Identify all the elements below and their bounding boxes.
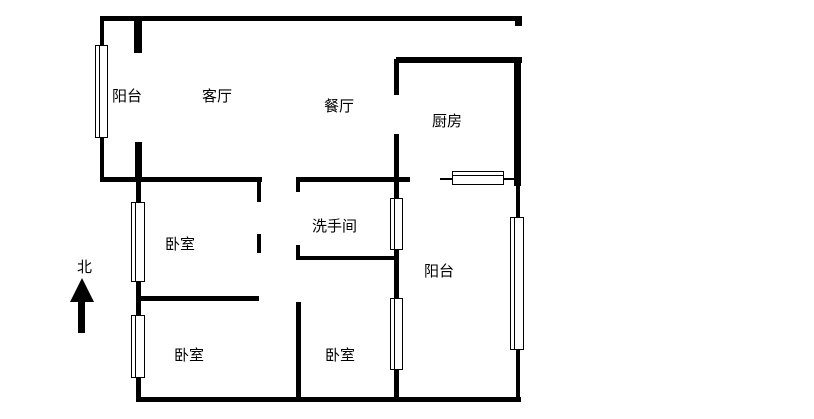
wall-bedroom-divider bbox=[296, 302, 301, 398]
window-bedroom-sw bbox=[131, 315, 145, 378]
room-label-balcony-right: 阳台 bbox=[424, 262, 455, 280]
room-label-balcony-left: 阳台 bbox=[112, 87, 143, 105]
room-label-dining-room: 餐厅 bbox=[324, 97, 355, 115]
room-label-washroom: 洗手间 bbox=[312, 217, 358, 235]
wall-left-exterior-a bbox=[136, 182, 141, 202]
compass-north-label: 北 bbox=[77, 258, 93, 276]
wall-bedroom-nw-right-lower bbox=[257, 234, 261, 253]
window-bedroom-nw bbox=[131, 202, 145, 282]
room-label-living-room: 客厅 bbox=[202, 87, 233, 105]
window-balcony-left bbox=[95, 45, 108, 138]
wall-mid-horizontal-right bbox=[296, 177, 410, 182]
wall-bottom-exterior bbox=[136, 397, 521, 402]
room-label-bedroom-nw: 卧室 bbox=[165, 235, 196, 253]
wall-east-interior-c bbox=[394, 370, 399, 398]
north-arrow-shaft bbox=[78, 301, 85, 333]
window-sill-line-left bbox=[440, 178, 452, 180]
wall-east-interior-b bbox=[394, 250, 399, 298]
room-label-bedroom-sw: 卧室 bbox=[174, 346, 205, 364]
wall-left-exterior-c bbox=[136, 378, 141, 399]
window-bedroom-se bbox=[390, 298, 403, 370]
wall-kitchen-top bbox=[396, 57, 522, 63]
wall-washroom-bottom bbox=[296, 256, 398, 260]
wall-washroom-left-tick-upper bbox=[296, 182, 300, 192]
wall-right-exterior-mid bbox=[516, 186, 520, 217]
wall-bedroom-nw-bottom bbox=[138, 296, 259, 301]
window-washroom bbox=[390, 198, 403, 250]
window-kitchen bbox=[452, 171, 504, 185]
room-label-bedroom-se: 卧室 bbox=[325, 346, 356, 364]
wall-washroom-left-tick-lower bbox=[296, 245, 300, 258]
wall-mid-horizontal-left bbox=[100, 177, 262, 182]
wall-balcony-left-upper bbox=[100, 17, 104, 45]
wall-kitchen-left-upper-stub bbox=[394, 59, 399, 95]
wall-balcony-left-lower bbox=[100, 138, 104, 182]
wall-right-exterior-lower bbox=[516, 350, 520, 398]
window-sill-line-right bbox=[503, 178, 517, 180]
wall-top-exterior bbox=[100, 16, 522, 21]
wall-balcony-stub-top bbox=[134, 17, 142, 53]
wall-bedroom-nw-right-upper bbox=[257, 177, 261, 202]
wall-balcony-stub-bottom bbox=[135, 142, 142, 182]
wall-top-end-hook bbox=[515, 21, 522, 26]
room-label-kitchen: 厨房 bbox=[432, 112, 463, 130]
north-arrow-head bbox=[70, 278, 94, 302]
wall-right-exterior-upper bbox=[514, 59, 521, 186]
window-balcony-right bbox=[510, 217, 524, 350]
wall-east-interior-a bbox=[394, 134, 399, 198]
